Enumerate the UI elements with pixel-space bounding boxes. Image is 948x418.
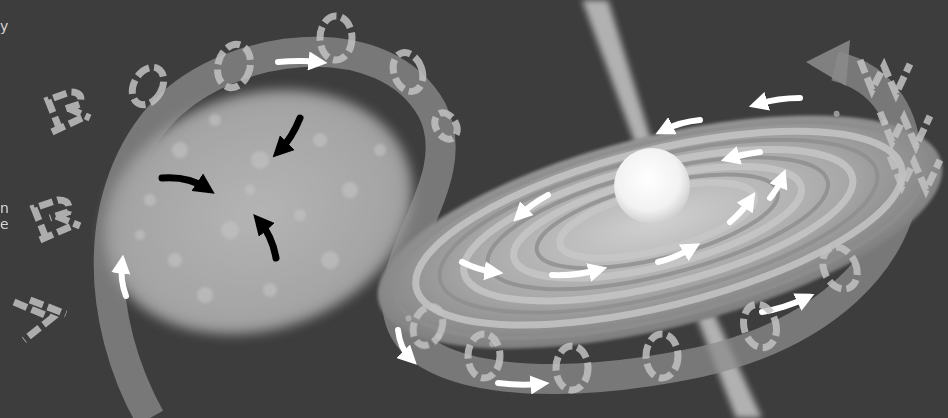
swoosh-glyph [14, 16, 940, 390]
protostar [614, 148, 690, 224]
flow-arrowhead [806, 40, 850, 86]
molecular-cloud [71, 51, 444, 373]
flow-arrow [122, 61, 807, 385]
collapse-arrow [162, 118, 300, 258]
accretion-disk [355, 69, 948, 396]
edge-note: e [0, 216, 9, 232]
edge-note: y [0, 18, 8, 34]
edge-note: n [0, 200, 9, 216]
